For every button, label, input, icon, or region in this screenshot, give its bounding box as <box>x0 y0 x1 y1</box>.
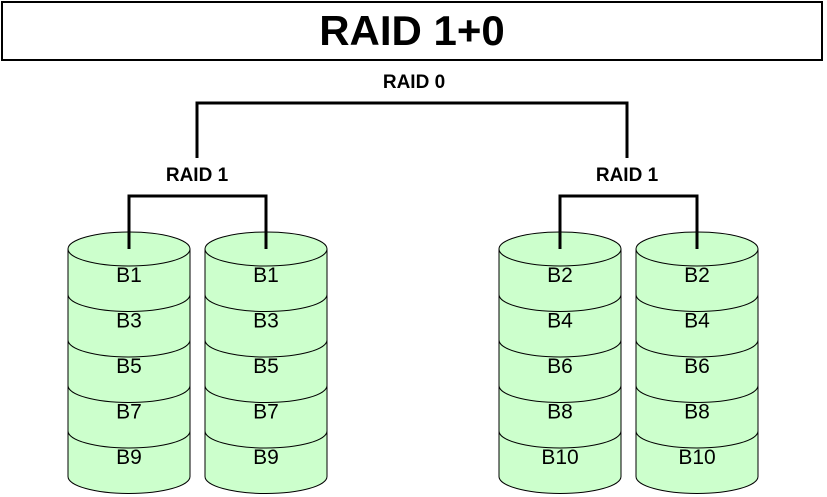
disk-block: B10 <box>498 430 622 494</box>
disk-block: B8 <box>635 385 759 449</box>
disk-segment-body <box>67 385 191 449</box>
disk-block: B1 <box>204 248 328 312</box>
disk-block: B5 <box>204 339 328 403</box>
block-label: B7 <box>253 401 279 424</box>
disk-segment-body <box>498 430 622 494</box>
disk-segment-body <box>635 430 759 494</box>
disk-segment-body <box>635 385 759 449</box>
disk-segment-body <box>204 248 328 312</box>
block-label: B5 <box>253 355 279 378</box>
disk-segment-body <box>67 294 191 358</box>
disk-block: B4 <box>635 294 759 358</box>
disk-block: B10 <box>635 430 759 494</box>
disk-segment-body <box>67 339 191 403</box>
block-label: B10 <box>678 446 715 469</box>
block-label: B5 <box>116 355 142 378</box>
raid1-label-right: RAID 1 <box>595 165 659 186</box>
disk-segment-body <box>635 294 759 358</box>
disk-segment-body <box>67 430 191 494</box>
block-label: B9 <box>116 446 142 469</box>
disk: B10 B8 B6 B4 B2 <box>498 196 622 494</box>
disk-block: B4 <box>498 294 622 358</box>
disk-segment-body <box>498 339 622 403</box>
disk-block: B6 <box>498 339 622 403</box>
disk-block: B7 <box>204 385 328 449</box>
disk-segment-body <box>498 248 622 312</box>
disk-block: B7 <box>67 385 191 449</box>
disk-block: B8 <box>498 385 622 449</box>
disk-segment-body <box>204 385 328 449</box>
block-label: B4 <box>547 310 573 333</box>
disk-segment-body <box>498 294 622 358</box>
block-label: B9 <box>253 446 279 469</box>
disk-block: B3 <box>204 294 328 358</box>
block-label: B8 <box>684 401 710 424</box>
block-label: B3 <box>253 310 279 333</box>
disk-segment-body <box>204 339 328 403</box>
disk-block: B3 <box>67 294 191 358</box>
disk-segment-body <box>635 339 759 403</box>
block-label: B1 <box>116 264 142 287</box>
block-label: B6 <box>684 355 710 378</box>
disk-block: B6 <box>635 339 759 403</box>
block-label: B2 <box>547 264 573 287</box>
disk-segment-body <box>204 294 328 358</box>
connectors <box>127 101 699 249</box>
disk-segment-body <box>204 430 328 494</box>
disk: B9 B7 B5 B3 B1 <box>204 196 328 494</box>
block-label: B6 <box>547 355 573 378</box>
disk-block: B2 <box>498 248 622 312</box>
disk-block: B1 <box>67 248 191 312</box>
disk: B9 B7 B5 B3 B1 <box>67 196 191 494</box>
block-label: B2 <box>684 264 710 287</box>
block-label: B3 <box>116 310 142 333</box>
raid1-label-left: RAID 1 <box>165 165 229 186</box>
raid0-label: RAID 0 <box>382 72 446 93</box>
disk-segment-body <box>635 248 759 312</box>
diagram-title: RAID 1+0 <box>319 7 505 54</box>
disk: B10 B8 B6 B4 B2 <box>635 196 759 494</box>
disk-segment-body <box>498 385 622 449</box>
block-label: B7 <box>116 401 142 424</box>
block-label: B4 <box>684 310 710 333</box>
disk-segment-body <box>67 248 191 312</box>
disk-block: B9 <box>67 430 191 494</box>
disk-block: B9 <box>204 430 328 494</box>
block-label: B8 <box>547 401 573 424</box>
disk-block: B5 <box>67 339 191 403</box>
block-label: B10 <box>541 446 578 469</box>
disk-block: B2 <box>635 248 759 312</box>
raid0-connector <box>195 101 629 158</box>
block-label: B1 <box>253 264 279 287</box>
title-box: RAID 1+0 <box>1 1 823 61</box>
